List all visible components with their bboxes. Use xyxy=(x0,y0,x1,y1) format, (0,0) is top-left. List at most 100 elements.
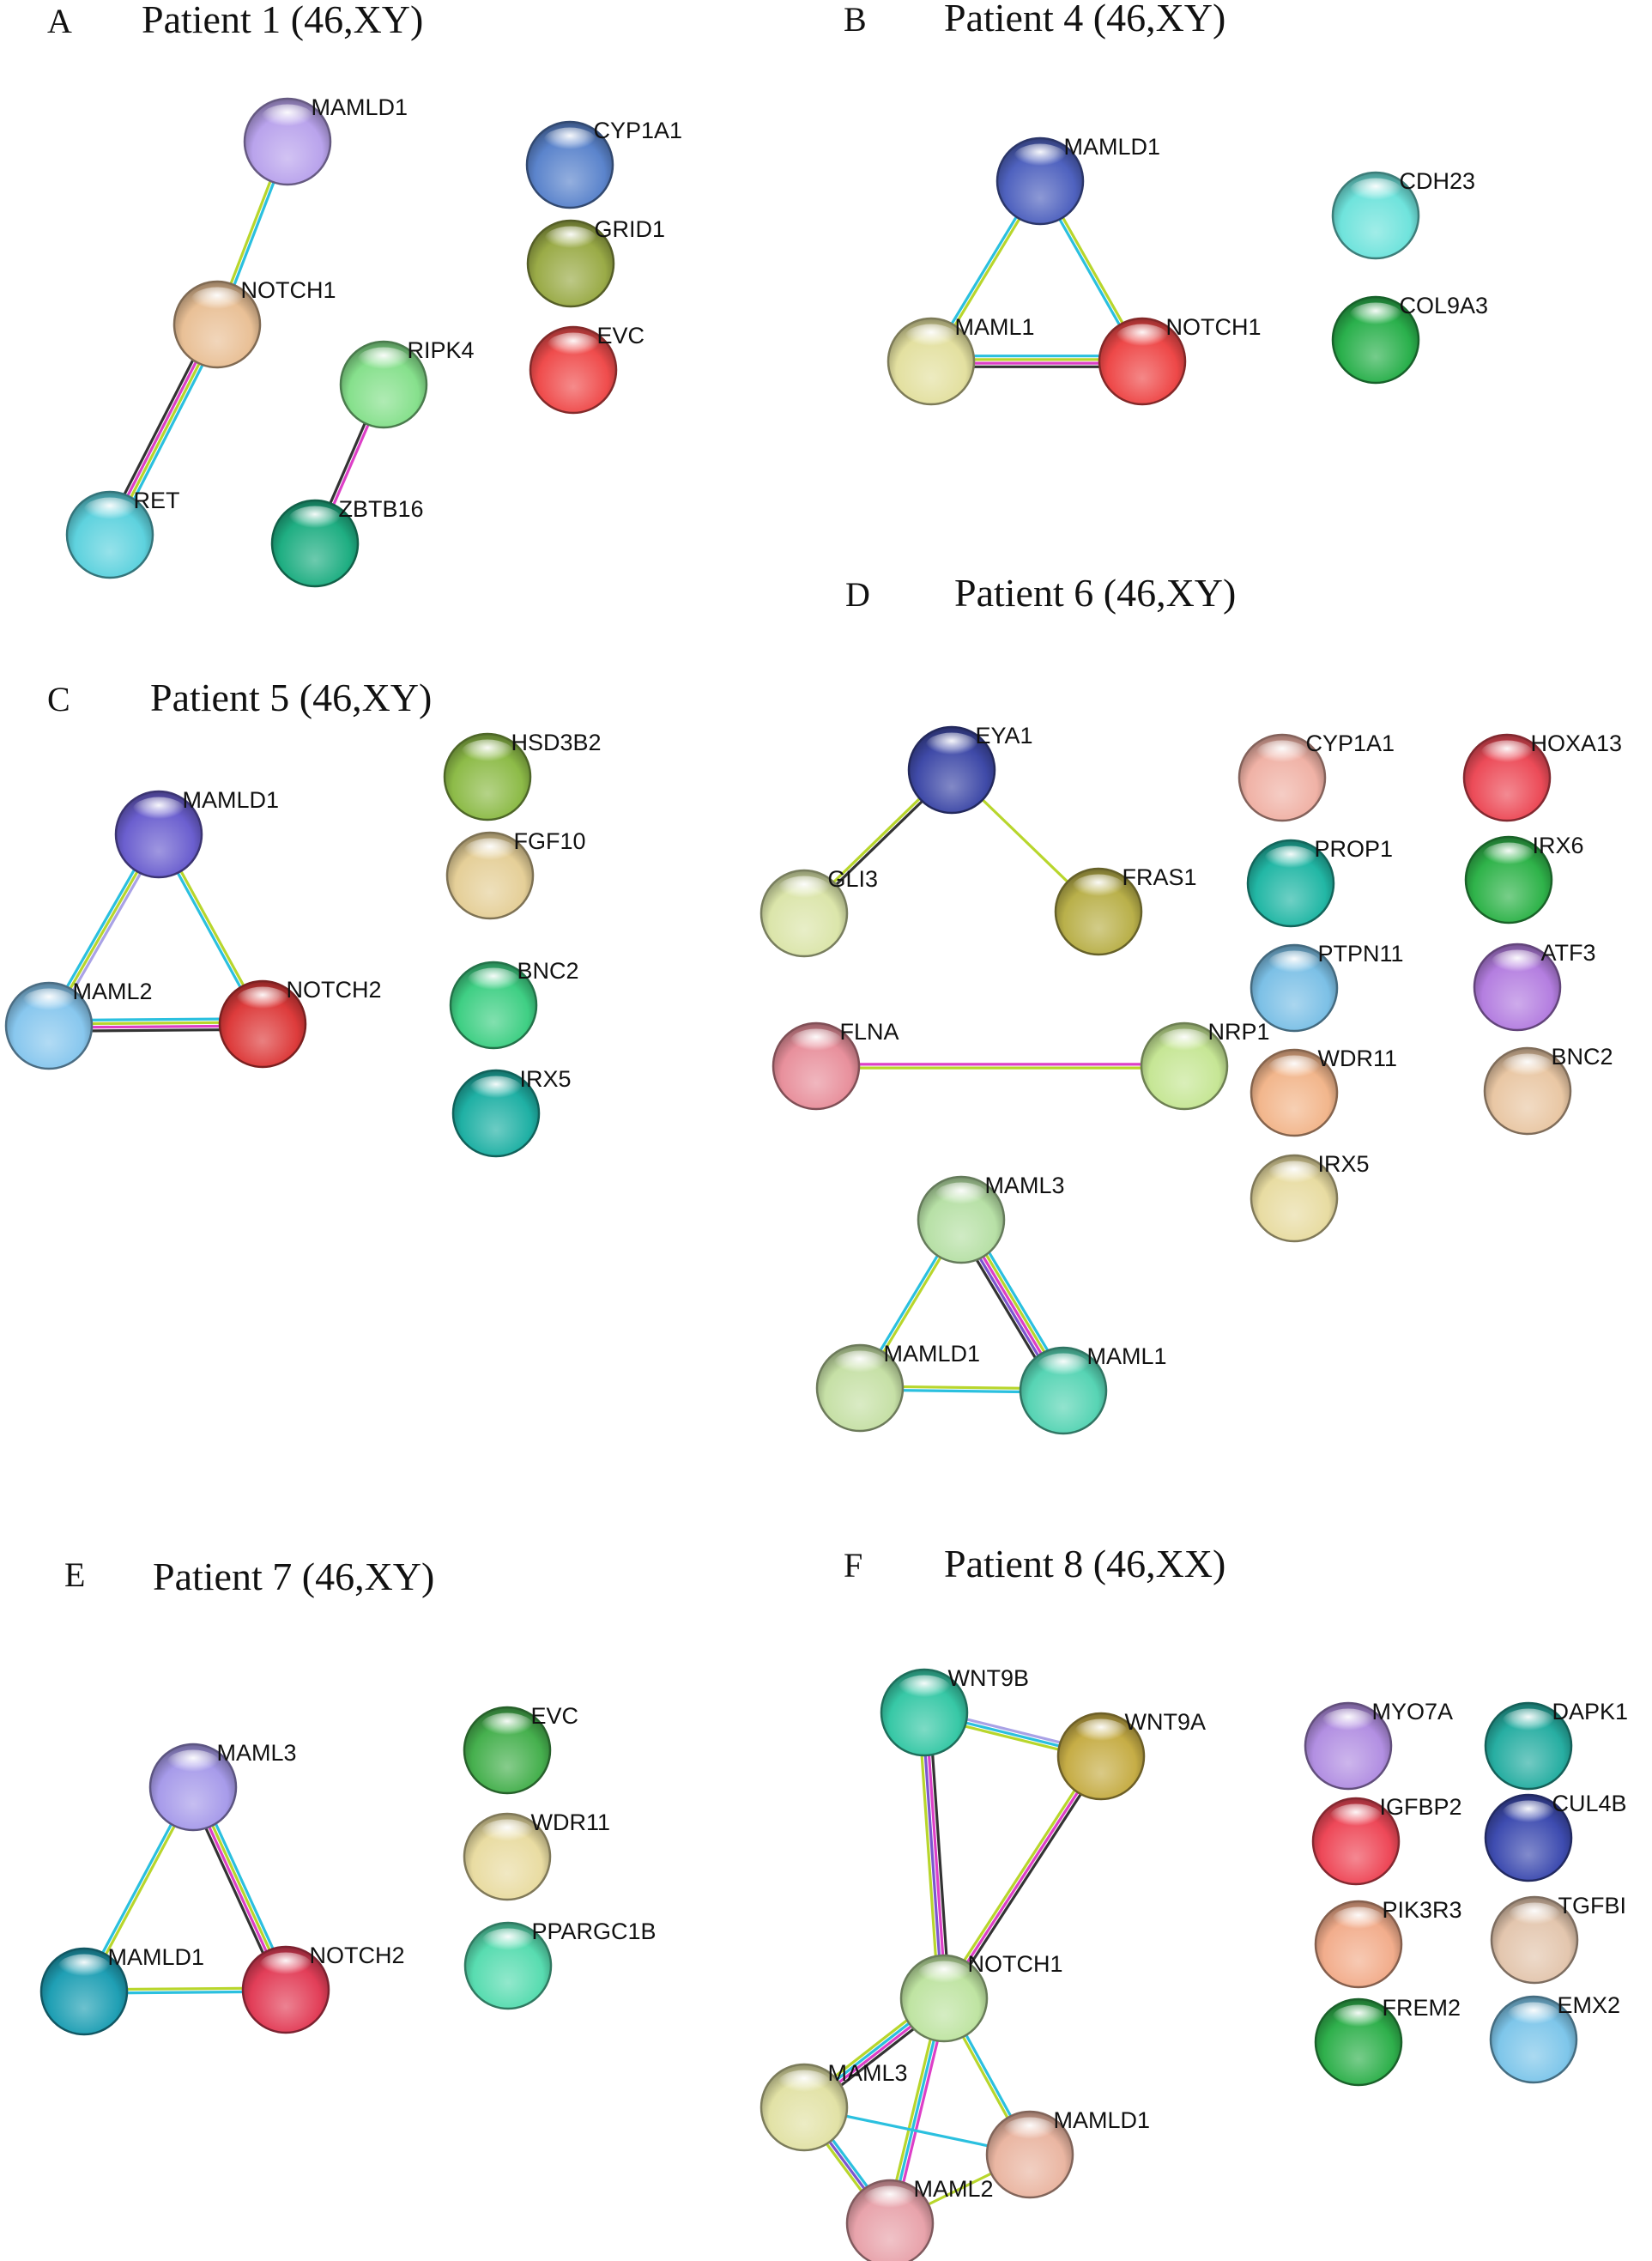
protein-node-maml3[interactable]: MAML3 xyxy=(148,1740,297,1832)
node-gloss xyxy=(261,104,314,132)
protein-node-maml3[interactable]: MAML3 xyxy=(917,1173,1065,1264)
protein-node-prop1[interactable]: PROP1 xyxy=(1246,836,1393,928)
node-label: IRX5 xyxy=(520,1066,572,1092)
protein-node-cul4b[interactable]: CUL4B xyxy=(1484,1791,1627,1882)
protein-node-wnt9a[interactable]: WNT9A xyxy=(1056,1709,1206,1801)
protein-node-gli3[interactable]: GLI3 xyxy=(759,866,878,958)
node-gloss xyxy=(1268,950,1321,979)
protein-node-tgfbi[interactable]: TGFBI xyxy=(1490,1893,1627,1985)
protein-node-ripk4[interactable]: RIPK4 xyxy=(339,337,475,429)
protein-node-irx6[interactable]: IRX6 xyxy=(1464,833,1584,924)
node-gloss xyxy=(1003,2117,1056,2145)
protein-node-mamld1[interactable]: MAMLD1 xyxy=(815,1341,980,1433)
protein-node-notch1[interactable]: NOTCH1 xyxy=(172,277,336,369)
protein-node-mamld1[interactable]: MAMLD1 xyxy=(39,1944,204,2036)
node-gloss xyxy=(1329,1803,1383,1832)
protein-node-bnc2[interactable]: BNC2 xyxy=(449,958,579,1050)
protein-node-mamld1[interactable]: MAMLD1 xyxy=(114,787,279,879)
node-gloss xyxy=(917,1961,971,1989)
node-gloss xyxy=(833,1350,887,1379)
node-label: MAMLD1 xyxy=(1054,2107,1151,2133)
node-gloss xyxy=(1332,2004,1385,2033)
node-label: CUL4B xyxy=(1552,1791,1627,1816)
node-gloss xyxy=(544,226,597,254)
node-gloss xyxy=(1480,740,1534,768)
protein-node-cdh23[interactable]: CDH23 xyxy=(1331,168,1475,260)
node-label: CYP1A1 xyxy=(594,118,683,143)
protein-node-mamld1[interactable]: MAMLD1 xyxy=(985,2107,1151,2199)
protein-node-notch1[interactable]: NOTCH1 xyxy=(899,1951,1063,2043)
panel-title: Patient 5 (46,XY) xyxy=(150,676,432,719)
protein-node-emx2[interactable]: EMX2 xyxy=(1489,1992,1620,2084)
protein-node-irx5[interactable]: IRX5 xyxy=(451,1066,572,1158)
protein-node-notch1[interactable]: NOTCH1 xyxy=(1098,314,1262,406)
protein-node-ret[interactable]: RET xyxy=(65,488,180,579)
protein-node-pik3r3[interactable]: PIK3R3 xyxy=(1314,1897,1462,1989)
node-gloss xyxy=(288,506,342,534)
node-gloss xyxy=(467,967,520,996)
protein-node-cyp1a1[interactable]: CYP1A1 xyxy=(1237,730,1395,822)
protein-node-zbtb16[interactable]: ZBTB16 xyxy=(270,496,424,588)
panel-letter: F xyxy=(844,1546,862,1585)
protein-node-frem2[interactable]: FREM2 xyxy=(1314,1995,1461,2087)
protein-node-dapk1[interactable]: DAPK1 xyxy=(1484,1699,1629,1791)
edge-line-violet xyxy=(921,1711,944,2000)
protein-node-ptpn11[interactable]: PTPN11 xyxy=(1250,941,1404,1033)
node-label: RIPK4 xyxy=(408,337,475,363)
node-gloss xyxy=(1072,874,1125,902)
node-label: NOTCH1 xyxy=(968,1951,1063,1977)
protein-node-maml3[interactable]: MAML3 xyxy=(759,2060,908,2152)
protein-node-maml2[interactable]: MAML2 xyxy=(4,979,153,1070)
node-label: WDR11 xyxy=(531,1809,611,1835)
protein-node-irx5[interactable]: IRX5 xyxy=(1250,1151,1370,1243)
protein-node-wnt9b[interactable]: WNT9B xyxy=(880,1665,1029,1757)
protein-node-fras1[interactable]: FRAS1 xyxy=(1054,864,1197,956)
protein-node-ppargc1b[interactable]: PPARGC1B xyxy=(463,1919,657,2010)
node-label: MYO7A xyxy=(1372,1699,1454,1725)
node-label: FLNA xyxy=(840,1019,899,1045)
node-gloss xyxy=(1256,740,1309,768)
node-label: FRAS1 xyxy=(1123,864,1197,890)
node-gloss xyxy=(1268,1055,1321,1083)
protein-node-hoxa13[interactable]: HOXA13 xyxy=(1462,730,1622,822)
protein-node-maml1[interactable]: MAML1 xyxy=(887,314,1035,406)
protein-node-evc[interactable]: EVC xyxy=(463,1703,578,1795)
protein-node-mamld1[interactable]: MAMLD1 xyxy=(995,134,1160,226)
protein-node-eya1[interactable]: EYA1 xyxy=(907,723,1033,815)
protein-node-bnc2[interactable]: BNC2 xyxy=(1483,1044,1613,1136)
protein-node-fgf10[interactable]: FGF10 xyxy=(445,828,586,920)
node-gloss xyxy=(1507,2002,1560,2030)
node-label: BNC2 xyxy=(517,958,579,984)
protein-node-notch2[interactable]: NOTCH2 xyxy=(241,1943,405,2034)
node-gloss xyxy=(481,1928,535,1956)
edge-group xyxy=(801,767,1186,1396)
protein-node-hsd3b2[interactable]: HSD3B2 xyxy=(443,730,602,821)
node-label: DAPK1 xyxy=(1552,1699,1629,1725)
protein-node-wdr11[interactable]: WDR11 xyxy=(463,1809,611,1901)
protein-node-col9a3[interactable]: COL9A3 xyxy=(1331,293,1489,385)
node-label: ZBTB16 xyxy=(339,496,424,522)
node-gloss xyxy=(1501,1053,1554,1082)
protein-node-notch2[interactable]: NOTCH2 xyxy=(218,977,382,1069)
node-label: MAML3 xyxy=(828,2060,908,2086)
edge-flna-nrp1 xyxy=(814,1063,1186,1070)
protein-node-nrp1[interactable]: NRP1 xyxy=(1140,1019,1270,1111)
node-gloss xyxy=(469,1076,523,1104)
protein-node-evc[interactable]: EVC xyxy=(529,323,644,415)
protein-node-maml2[interactable]: MAML2 xyxy=(845,2176,994,2261)
protein-node-igfbp2[interactable]: IGFBP2 xyxy=(1311,1794,1462,1886)
protein-node-grid1[interactable]: GRID1 xyxy=(526,216,665,308)
protein-node-maml1[interactable]: MAML1 xyxy=(1019,1343,1167,1435)
protein-node-flna[interactable]: FLNA xyxy=(772,1019,899,1111)
node-gloss xyxy=(1116,324,1169,352)
protein-node-myo7a[interactable]: MYO7A xyxy=(1304,1699,1454,1791)
protein-node-atf3[interactable]: ATF3 xyxy=(1473,940,1596,1032)
node-label: COL9A3 xyxy=(1400,293,1489,318)
node-label: TGFBI xyxy=(1558,1893,1627,1919)
protein-node-wdr11[interactable]: WDR11 xyxy=(1250,1046,1397,1137)
protein-node-mamld1[interactable]: MAMLD1 xyxy=(243,94,408,186)
protein-node-cyp1a1[interactable]: CYP1A1 xyxy=(525,118,683,209)
node-gloss xyxy=(461,739,514,767)
